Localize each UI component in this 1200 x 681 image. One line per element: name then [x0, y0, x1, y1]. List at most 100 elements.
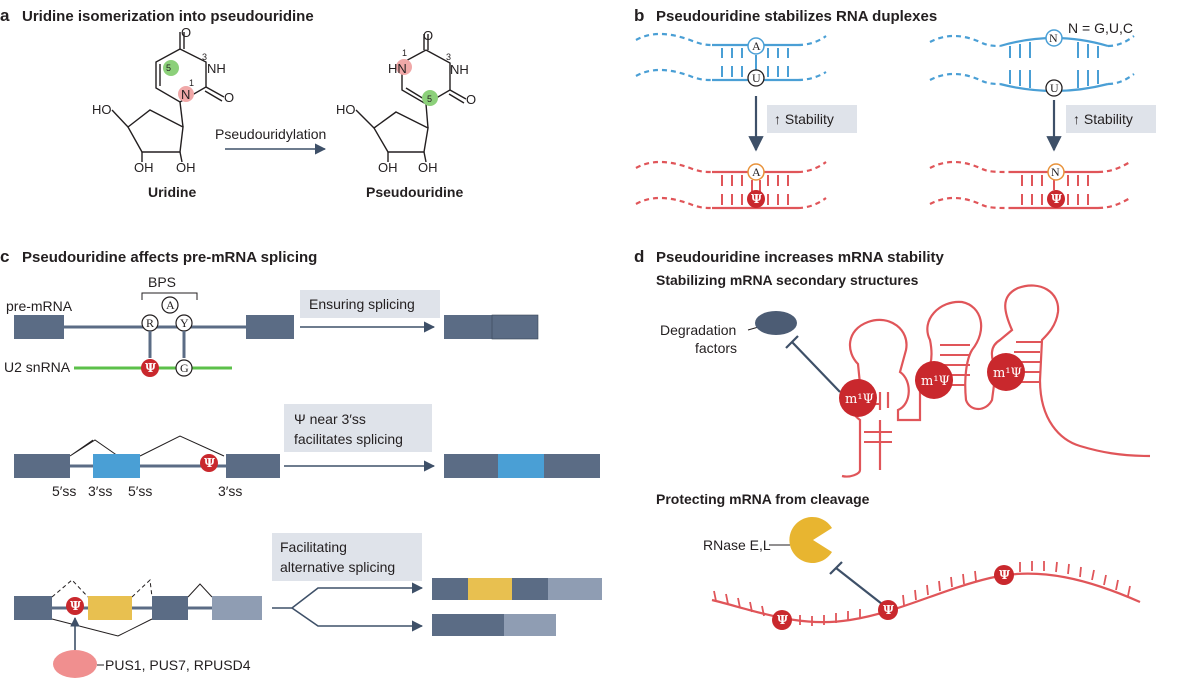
panel-d: d Pseudouridine increases mRNA stability…: [634, 247, 1151, 630]
uridine-ho: HO: [92, 102, 112, 117]
m1psi-label-2: m¹Ψ: [921, 374, 950, 389]
duplex-npsi-red: [929, 160, 1131, 210]
uridine-o2: O: [181, 25, 191, 40]
m1psi-label-1: m¹Ψ: [845, 392, 874, 407]
base-u-blue-right: [1045, 79, 1063, 97]
psi-circle-d2: [878, 600, 898, 620]
bps-label: BPS: [148, 274, 176, 290]
stability-label-left: ↑ Stability: [774, 111, 834, 127]
inhibition-bar-2: [829, 561, 843, 575]
base-u-blue-label: U: [752, 71, 761, 85]
base-a-red: [747, 163, 765, 181]
position-1-highlight: [178, 86, 194, 102]
base-n-red-label: N: [1051, 165, 1060, 179]
m1psi-circle-1: [839, 379, 877, 417]
duplex-au-blue: [635, 32, 827, 82]
pre-mrna-exon-1: [14, 315, 64, 339]
panel-d-letter: d: [634, 247, 644, 266]
exon-c2-2: [226, 454, 280, 478]
psi-position-1-highlight: [396, 59, 412, 75]
exon-c2-blue: [93, 454, 140, 478]
inhibition-bar-1: [785, 335, 799, 349]
psi-oh2: OH: [418, 160, 438, 175]
psi-circle-d1: [772, 610, 792, 630]
psi-c3-label: Ψ: [70, 599, 81, 613]
enzyme-names: PUS1, PUS7, RPUSD4: [105, 657, 251, 673]
dashed-arc-2: [131, 578, 153, 598]
panel-c-letter: c: [0, 247, 9, 266]
psi-b2-label: Ψ: [1051, 192, 1062, 206]
panel-c-title: Pseudouridine affects pre-mRNA splicing: [22, 249, 317, 266]
stability-box-left: [767, 105, 857, 133]
u2-snrna-label: U2 snRNA: [4, 359, 71, 375]
alt-splicing-line2: alternative splicing: [280, 559, 395, 575]
stability-box-right: [1066, 105, 1156, 133]
alt-arrow-bottom: [291, 607, 424, 632]
n-definition: N = G,U,C: [1068, 20, 1133, 36]
pseudouridylation-label: Pseudouridylation: [215, 126, 326, 142]
alt-product2-exon: [432, 614, 504, 636]
uridine-c5-num: 5: [166, 63, 171, 73]
panel-b-title: Pseudouridine stabilizes RNA duplexes: [656, 8, 937, 25]
psi-o4: O: [466, 92, 476, 107]
psi-n3-num: 3: [446, 52, 451, 62]
ensuring-splicing-box: [300, 290, 440, 318]
psi-near-3ss-box: [284, 404, 432, 452]
alt-product2-light: [504, 614, 556, 636]
uridine-o4: O: [224, 90, 234, 105]
panel-a-letter: a: [0, 6, 10, 25]
uridine-structure: [111, 32, 225, 163]
exon-c3-light: [212, 596, 262, 620]
psi-d3-label: Ψ: [999, 568, 1010, 582]
degradation-line1: Degradation: [660, 322, 736, 338]
degradation-line2: factors: [695, 340, 737, 356]
psi-circle-c1: [141, 359, 159, 377]
psi-hn1: HN: [388, 61, 407, 76]
psi-circle-c3: [66, 597, 84, 615]
solid-arc-top: [187, 583, 213, 598]
pseudouridine-label: Pseudouridine: [366, 184, 463, 200]
spliced-c2-exon-1: [444, 454, 498, 478]
spliced-exon-2: [491, 314, 539, 340]
panel-d-title: Pseudouridine increases mRNA stability: [656, 249, 945, 266]
uridine-label: Uridine: [148, 184, 196, 200]
ss-label-5-2: 5′ss: [128, 483, 152, 499]
panel-b-letter: b: [634, 6, 644, 25]
rnase-label: RNase E,L: [703, 537, 771, 553]
psi-circle-d3: [994, 565, 1014, 585]
m1psi-circle-2: [915, 361, 953, 399]
ensuring-splicing-label: Ensuring splicing: [309, 296, 415, 312]
ss-label-3-2: 3′ss: [218, 483, 242, 499]
solid-arc-bottom: [51, 618, 153, 637]
alt-splicing-box: [272, 533, 422, 581]
exon-c2-1: [14, 454, 70, 478]
psi-near-3ss-line2: facilitates splicing: [294, 431, 403, 447]
base-u-blue: [747, 69, 765, 87]
base-a-blue-label: A: [752, 39, 761, 53]
ss-label-5-1: 5′ss: [52, 483, 76, 499]
psi-c5-num: 5: [427, 94, 432, 104]
psi-oh1: OH: [378, 160, 398, 175]
base-a-bps: [161, 296, 179, 314]
bps-bracket: [141, 292, 198, 300]
duplex-nu-blue: [929, 34, 1135, 93]
uridine-n3-num: 3: [202, 52, 207, 62]
psi-circle-b1: [747, 190, 765, 208]
panel-d-sub2: Protecting mRNA from cleavage: [656, 491, 870, 507]
psi-circle-c2: [200, 454, 218, 472]
pre-mrna-label: pre-mRNA: [6, 298, 73, 314]
base-n-blue-label: N: [1049, 31, 1058, 45]
base-r-label: R: [146, 316, 154, 330]
ss-label-3-1: 3′ss: [88, 483, 112, 499]
spliced-c2-exon-blue: [498, 454, 544, 478]
stability-label-right: ↑ Stability: [1073, 111, 1133, 127]
psi-circle-b2: [1047, 190, 1065, 208]
panel-c: c Pseudouridine affects pre-mRNA splicin…: [0, 247, 602, 678]
psi-b1-label: Ψ: [751, 192, 762, 206]
m1psi-label-3: m¹Ψ: [993, 366, 1022, 381]
base-a-red-label: A: [752, 165, 761, 179]
psi-d1-label: Ψ: [777, 613, 788, 627]
pre-mrna-exon-2: [246, 315, 294, 339]
rnase-pacman: [789, 517, 832, 563]
alt-product1-yellow: [468, 578, 512, 600]
